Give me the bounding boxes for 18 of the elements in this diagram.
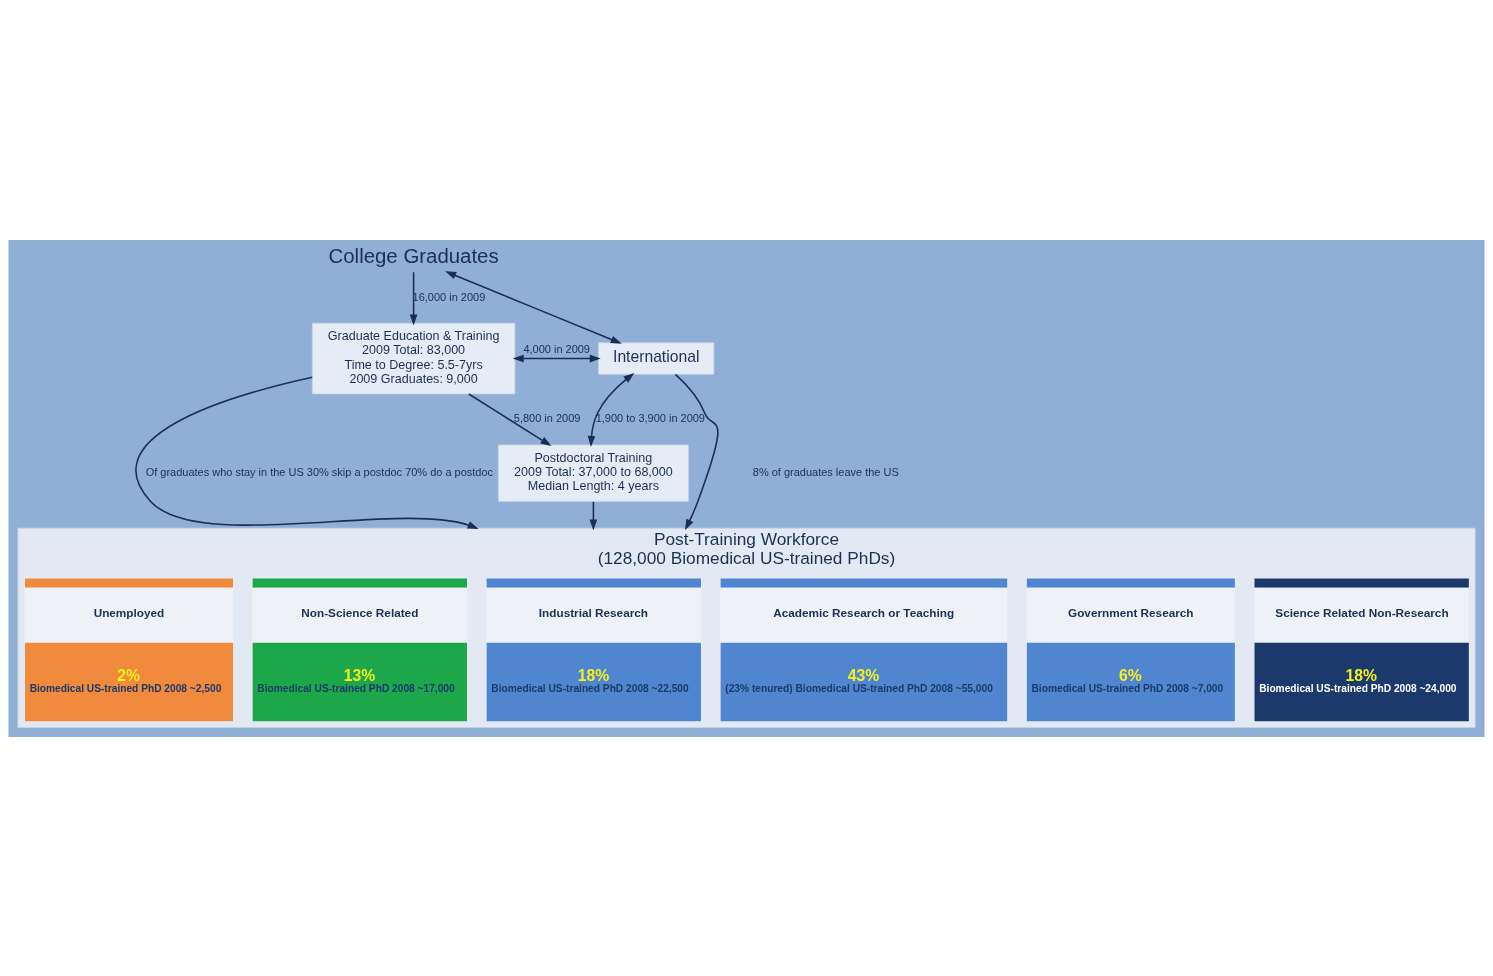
label: 8% of graduates leave the US: [752, 465, 899, 478]
edge-label: 1,900 to 3,900 in 2009: [595, 411, 705, 424]
node-box: Graduate Education & Training 2009 Total: 83,000 Time to Degree: 5.5-7yrs 2009 Graduates: 9,000: [311, 322, 516, 394]
node-text: College Graduates: [328, 244, 499, 267]
arrow: [674, 373, 719, 530]
edge-label: 4,000 in 2009: [523, 342, 590, 355]
arrow: [589, 500, 598, 531]
arrow: [409, 270, 418, 325]
node-box: International: [598, 341, 715, 375]
node-box: Postdoctoral Training 2009 Total: 37,000 to 68,000 Median Length: 4 years: [498, 444, 689, 502]
edge-label: 5,800 in 2009: [513, 411, 581, 424]
arrow: [467, 392, 552, 446]
arrow: [135, 376, 479, 529]
edge-label: 16,000 in 2009: [412, 290, 486, 303]
arrow: [512, 354, 601, 362]
arrow: [445, 270, 622, 344]
arrow: [587, 372, 635, 447]
edge-label: Of graduates who stay in the US 30% skip a postdoc 70% do a postdoc: [145, 465, 494, 478]
